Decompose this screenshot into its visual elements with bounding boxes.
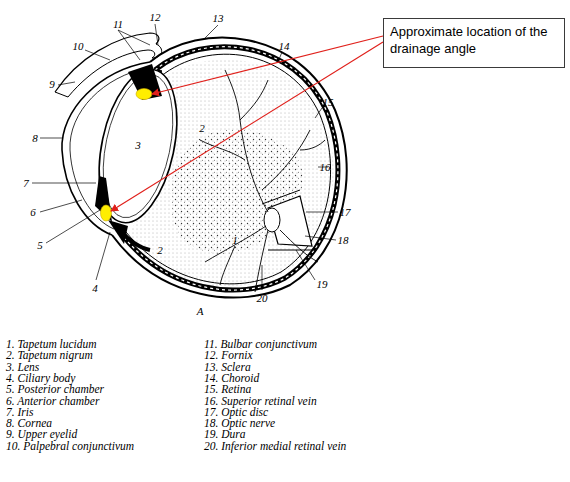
key-entry: 10. Palpebral conjunctivum [6,440,134,452]
callout-number: 18 [338,234,349,246]
pointer-arrow [111,42,383,211]
callout-number: 14 [279,40,290,52]
dura [262,190,316,250]
key-entry: 8. Cornea [6,417,52,429]
callout-number: 16 [320,161,331,173]
callout-number: 3 [135,139,141,151]
callout-number: 4 [92,282,98,294]
optic-disc [264,208,280,232]
lens-capsule [92,68,185,224]
callout-number: 13 [213,12,224,24]
key-entry: 5. Posterior chamber [6,383,104,395]
key-entry: 19. Dura [204,428,246,440]
key-entry: 9. Upper eyelid [6,428,77,440]
key-entry: 4. Ciliary body [6,372,75,384]
lens [87,62,190,230]
iris-lower [95,176,112,222]
key-entry: 18. Optic nerve [204,417,275,429]
key-entry: 15. Retina [204,383,251,395]
drainage-angle-marker [101,205,112,221]
key-entry: 7. Iris [6,406,33,418]
callout-number: 19 [317,278,328,290]
callout-number: 7 [23,177,29,189]
callout-number: 1 [232,234,238,246]
key-entry: 16. Superior retinal vein [204,395,317,407]
key-entry: 6. Anterior chamber [6,395,99,407]
callout-number: 9 [49,78,55,90]
pointer-arrow [152,36,383,94]
callout-number: 2 [199,122,205,134]
key-entry: 11. Bulbar conjunctivum [204,338,317,350]
leader-lines [32,24,338,290]
key-entry: 14. Choroid [204,372,259,384]
callout-number: 12 [150,11,161,23]
callout-number: 5 [37,239,43,251]
ciliary-body [108,220,128,244]
fornix [152,44,162,58]
callout-number: 11 [113,18,123,30]
key-entry: 20. Inferior medial retinal vein [204,440,346,452]
callout-box: Approximate location of the drainage ang… [383,18,565,68]
callout-number: 8 [32,132,38,144]
figure-letter: A [197,305,204,317]
retinal-veins [200,70,325,292]
callout-number: 17 [340,206,351,218]
drainage-angle-marker [136,89,152,100]
key-entry: 13. Sclera [204,361,251,373]
key-entry: 3. Lens [6,361,39,373]
callout-number: 20 [257,292,268,304]
lid-margin [55,92,68,97]
callout-number: 2 [157,244,163,256]
callout-number: 15 [323,96,334,108]
key-entry: 1. Tapetum lucidum [6,338,97,350]
callout-number: 6 [30,206,36,218]
iris-upper [128,64,162,100]
key-entry: 2. Tapetum nigrum [6,349,93,361]
callout-number: 10 [73,40,84,52]
key-entry: 17. Optic disc [204,406,268,418]
key-entry: 12. Fornix [204,349,253,361]
callout-text: Approximate location of the drainage ang… [390,23,558,57]
